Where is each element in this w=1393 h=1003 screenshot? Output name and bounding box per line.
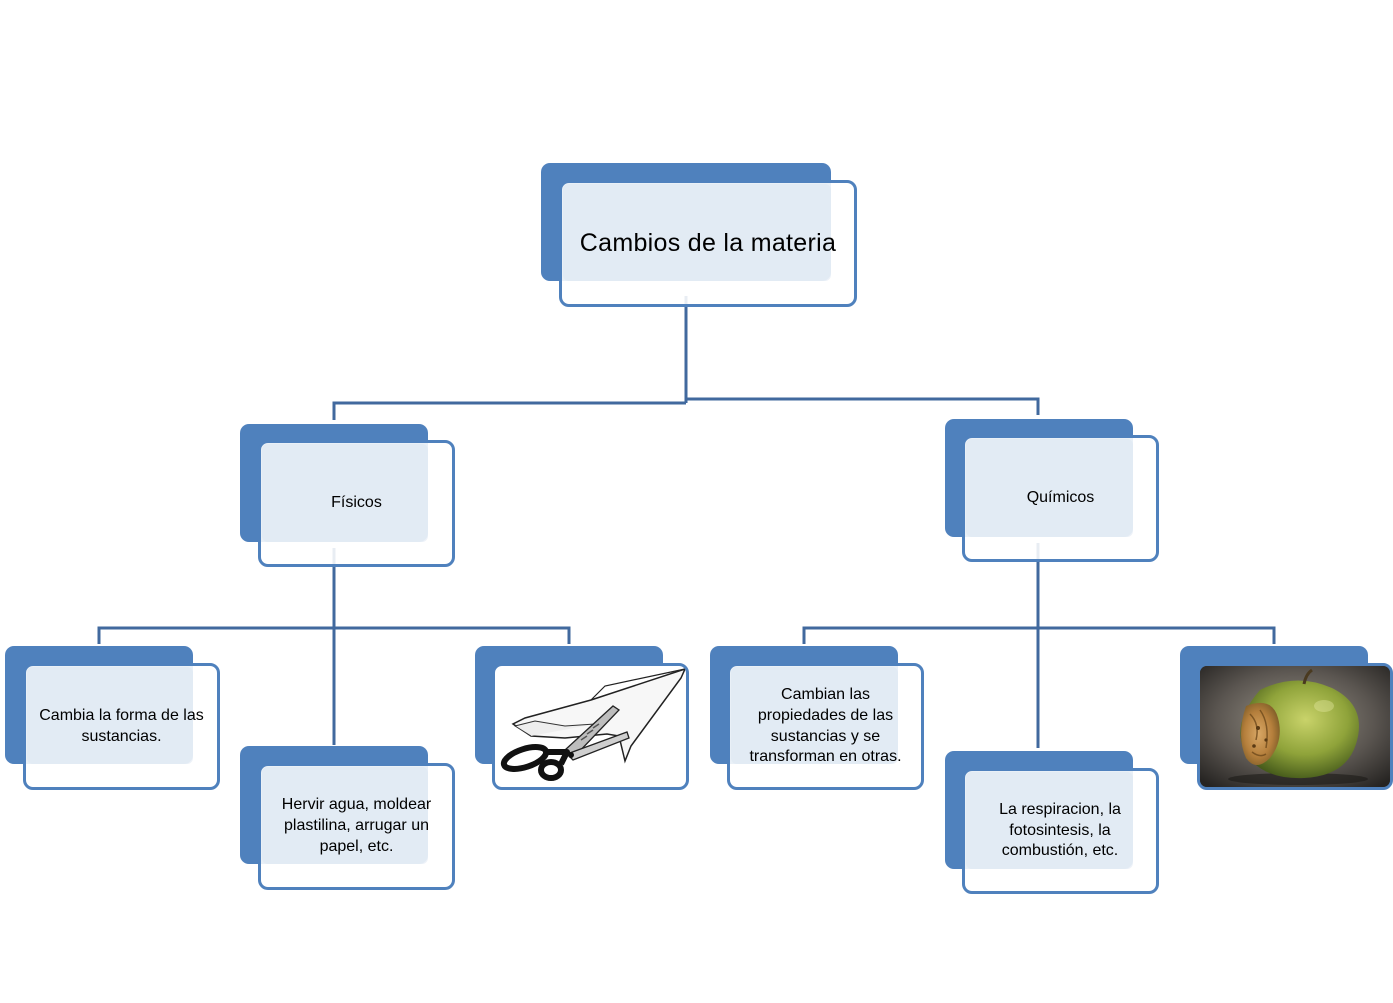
fisicos-examples-node: Hervir agua, moldear plastilina, arrugar… [240,746,455,890]
quimicos-image-node [1180,646,1393,790]
connector-fisicos-branch [97,626,571,644]
bitten-apple-icon [1200,666,1390,787]
quimicos-label: Químicos [1026,489,1095,507]
root-node: Cambios de la materia [541,163,857,307]
quimicos-node: Químicos [945,419,1159,562]
quimicos-examples: La respiracion, la fotosintesis, la comb… [999,800,1121,860]
connector-quimicos-branch [802,626,1276,644]
quimicos-description-node: Cambian las propiedades de las sustancia… [710,646,924,790]
quimicos-examples-node: La respiracion, la fotosintesis, la comb… [945,751,1159,894]
fisicos-label: Físicos [331,494,382,512]
quimicos-description: Cambian las propiedades de las sustancia… [749,685,902,766]
fisicos-image-node [475,646,689,790]
connector-root-fisicos [332,401,686,420]
fisicos-description: Cambia la forma de las sustancias. [39,706,204,745]
fisicos-description-node: Cambia la forma de las sustancias. [5,646,220,790]
fisicos-examples: Hervir agua, moldear plastilina, arrugar… [281,796,432,855]
fisicos-node: Físicos [240,424,455,567]
scissors-cutting-paper-icon [500,667,686,781]
connector-root-quimicos [686,397,1040,415]
root-label: Cambios de la materia [579,229,837,258]
